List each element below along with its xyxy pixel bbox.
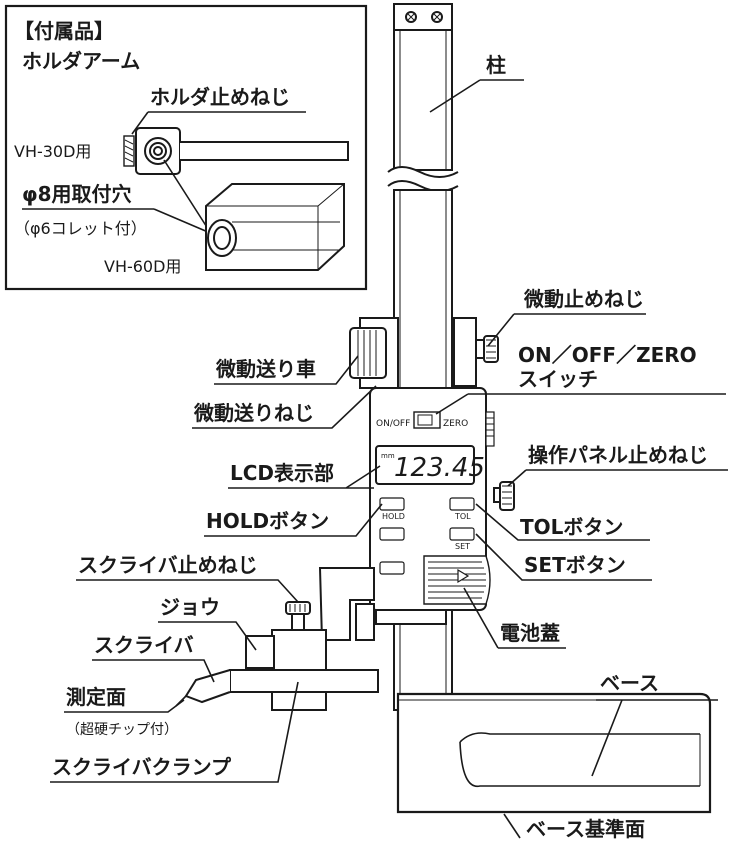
scriber-tip — [184, 669, 231, 704]
vh30d-label: VH-30D用 — [14, 142, 91, 161]
callouts: 柱 微動止めねじ 微動送り車 ON／OFF／ZERO スイッチ 微動送りねじ 操… — [50, 53, 728, 841]
base — [396, 692, 712, 814]
holder-arm-block — [205, 183, 345, 271]
blank-button-1[interactable] — [379, 527, 405, 541]
lcd-display-label: LCD表示部 — [230, 461, 334, 485]
battery-cover-label: 電池蓋 — [500, 621, 560, 645]
tol-button-label: TOLボタン — [520, 515, 623, 539]
set-button-text: SET — [455, 542, 470, 551]
measuring-face-label: 測定面 — [66, 685, 126, 709]
fine-feed-wheel-label: 微動送り車 — [215, 357, 316, 381]
panel-lock-screw-label: 操作パネル止めねじ — [528, 443, 708, 467]
hold-button[interactable] — [379, 497, 405, 511]
set-button[interactable] — [449, 527, 475, 541]
scriber-label: スクライバ — [94, 633, 194, 657]
slider-assembly: ON/OFF ZERO mm 123.45 HOLD TOL SET — [349, 317, 515, 625]
lcd-reading: 123.45 — [394, 453, 485, 483]
panel-lock-knob — [493, 481, 515, 511]
zero-text: ZERO — [443, 419, 468, 429]
on-off-text: ON/OFF — [376, 419, 410, 429]
carbide-tip-label: （超硬チップ付） — [66, 722, 178, 738]
accessory-inset: 【付属品】 ホルダアーム ホルダ止めねじ VH-30D用 φ8用取付穴 （φ6コ… — [4, 4, 368, 291]
hold-button-text: HOLD — [382, 512, 405, 521]
base-reference-face-label: ベース基準面 — [526, 817, 645, 841]
base-label: ベース — [600, 671, 659, 695]
column-label: 柱 — [486, 53, 506, 77]
vh60d-label: VH-60D用 — [104, 257, 181, 276]
fine-feed-wheel — [349, 327, 387, 379]
jaw-label: ジョウ — [160, 595, 220, 619]
power-switch-label-line1: ON／OFF／ZERO — [518, 343, 697, 367]
tol-button[interactable] — [449, 497, 475, 511]
holder-screw-label: ホルダ止めねじ — [150, 85, 290, 109]
mount-hole-label: φ8用取付穴 — [22, 182, 132, 206]
accessory-heading: 【付属品】 — [14, 19, 114, 43]
fine-feed-screw-label: 微動送りねじ — [193, 401, 314, 425]
panel-side-ribs — [485, 411, 495, 447]
fine-lock-knob — [475, 335, 499, 363]
blank-button-2[interactable] — [379, 561, 405, 575]
fine-lock-screw-label: 微動止めねじ — [523, 287, 644, 311]
lcd-unit: mm — [381, 452, 395, 460]
holder-arm-small — [123, 127, 349, 175]
scriber-clamp-label: スクライバクランプ — [52, 755, 232, 779]
power-switch-label-line2: スイッチ — [518, 367, 598, 391]
tol-button-text: TOL — [454, 512, 471, 521]
battery-cover — [423, 555, 491, 605]
power-switch[interactable] — [413, 411, 441, 429]
scriber-assembly — [175, 567, 379, 711]
set-button-label: SETボタン — [524, 553, 626, 577]
lcd-display: mm 123.45 — [375, 445, 485, 485]
scriber-lock-screw-label: スクライバ止めねじ — [78, 553, 258, 577]
holder-arm-label: ホルダアーム — [22, 49, 140, 73]
hold-button-label: HOLDボタン — [206, 509, 329, 533]
collet-label: （φ6コレット付） — [14, 219, 147, 238]
